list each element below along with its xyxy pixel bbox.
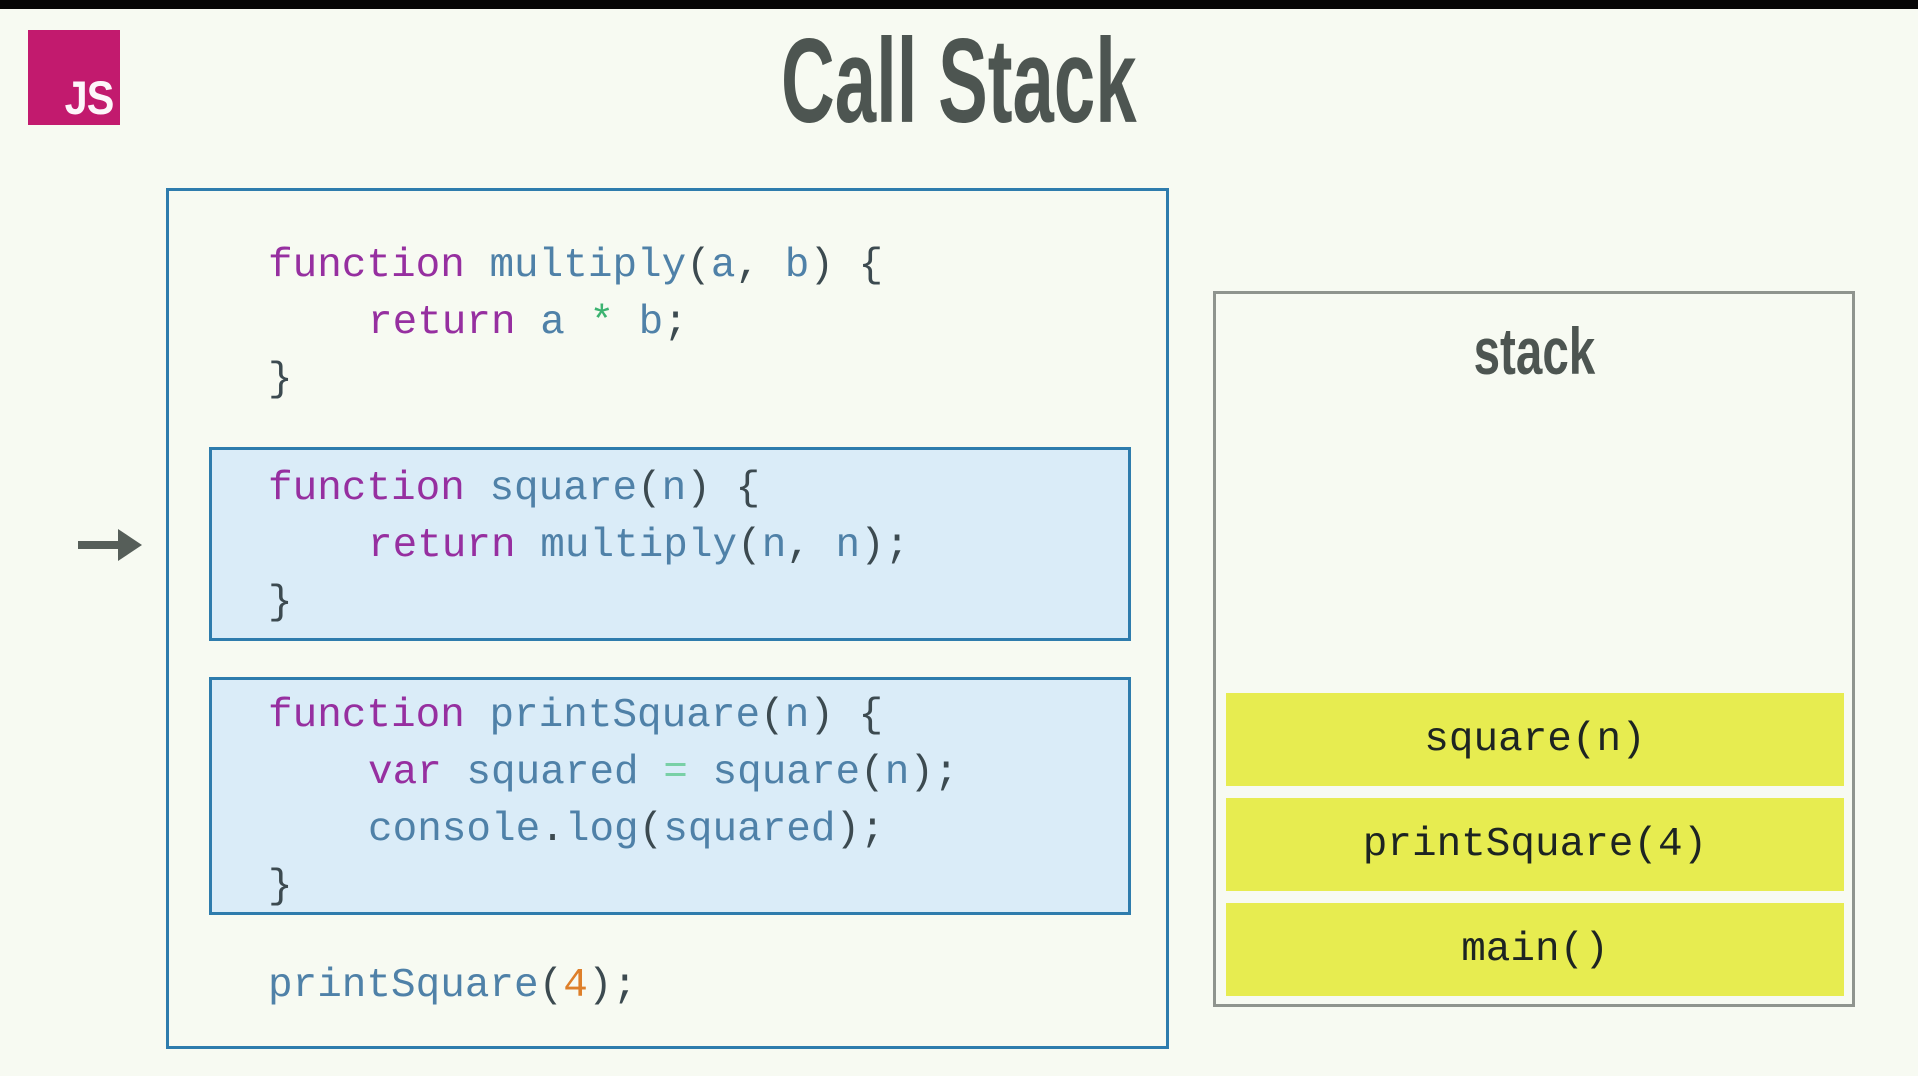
code-line: printSquare(4);	[268, 963, 638, 1009]
js-logo-text: JS	[64, 71, 114, 124]
page-title: Call Stack	[781, 14, 1137, 148]
stack-label-wrap: stack	[1216, 318, 1852, 384]
page-title-wrap: Call Stack	[0, 21, 1918, 141]
code-line: console.log(squared);	[368, 807, 885, 853]
code-line: function printSquare(n) {	[268, 693, 884, 739]
code-line: return a * b;	[368, 300, 688, 346]
stack-frame: printSquare(4)	[1226, 798, 1844, 891]
highlight-box-printsquare	[209, 677, 1131, 915]
stack-panel: stack square(n) printSquare(4) main()	[1213, 291, 1855, 1007]
stack-frame-label: printSquare(4)	[1362, 821, 1708, 868]
code-line: function multiply(a, b) {	[268, 243, 884, 289]
code-panel	[166, 188, 1169, 1049]
stack-frame: main()	[1226, 903, 1844, 996]
stack-frame-label: square(n)	[1424, 716, 1646, 763]
letterbox-top	[0, 0, 1918, 9]
stack-frame-label: main()	[1461, 926, 1609, 973]
code-line: }	[268, 357, 293, 403]
stack-label: stack	[1473, 314, 1595, 388]
code-line: }	[268, 580, 293, 626]
code-line: var squared = square(n);	[368, 750, 959, 796]
highlight-box-square	[209, 447, 1131, 641]
code-line: return multiply(n, n);	[368, 523, 910, 569]
js-logo: JS	[28, 30, 120, 125]
stack-frame: square(n)	[1226, 693, 1844, 786]
current-line-arrow-icon	[78, 527, 142, 563]
code-line: function square(n) {	[268, 466, 761, 512]
stack-frames: square(n) printSquare(4) main()	[1226, 693, 1844, 996]
code-line: }	[268, 864, 293, 910]
